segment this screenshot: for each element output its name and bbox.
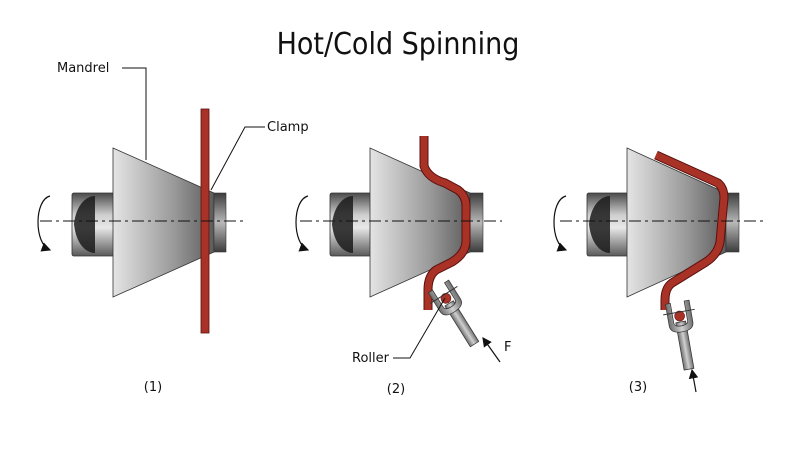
page-title: Hot/Cold Spinning bbox=[277, 27, 520, 62]
stage-3-roller-axle bbox=[663, 308, 695, 316]
stage-3-force-arrow bbox=[688, 368, 699, 393]
stage-1-mandrel-tip bbox=[213, 192, 227, 253]
step-label-2: (2) bbox=[387, 382, 405, 397]
stage-3-roller-fork bbox=[664, 299, 694, 333]
stage-1-mandrel-cone bbox=[112, 147, 215, 298]
stage-2-assembly bbox=[295, 136, 502, 363]
stage-2-roller-axle bbox=[429, 286, 458, 304]
stage-3-rotation-arrow bbox=[553, 195, 568, 252]
clamp-leader-line bbox=[210, 126, 265, 191]
stage-3-mandrel-cone bbox=[626, 147, 727, 298]
stage-3-roller-tool bbox=[663, 299, 695, 371]
force-arrow bbox=[482, 337, 501, 363]
force-label: F bbox=[504, 340, 511, 355]
stage-2-workpiece bbox=[420, 136, 470, 310]
roller-leader-line bbox=[393, 297, 446, 359]
stage-2-mandrel-tip bbox=[469, 192, 484, 253]
roller-label: Roller bbox=[352, 351, 390, 366]
stage-1-shaft-end bbox=[74, 196, 95, 253]
stage-3-shaft-end bbox=[589, 196, 610, 253]
stage-2-shaft-end bbox=[332, 196, 353, 253]
stage-1-rotation-arrow bbox=[37, 195, 52, 252]
clamp-label: Clamp bbox=[267, 120, 309, 135]
stage-3-roller-wheel bbox=[674, 310, 685, 322]
step-label-3: (3) bbox=[629, 380, 647, 395]
stage-3-assembly bbox=[553, 147, 765, 393]
stage-3-workpiece bbox=[654, 151, 728, 310]
stage-2-mandrel-cone bbox=[369, 147, 471, 298]
mandrel-label: Mandrel bbox=[57, 61, 109, 76]
stage-2-rotation-arrow bbox=[295, 195, 310, 252]
stage-1-assembly bbox=[37, 108, 245, 334]
mandrel-leader-line bbox=[122, 67, 147, 160]
step-label-1: (1) bbox=[144, 380, 162, 395]
